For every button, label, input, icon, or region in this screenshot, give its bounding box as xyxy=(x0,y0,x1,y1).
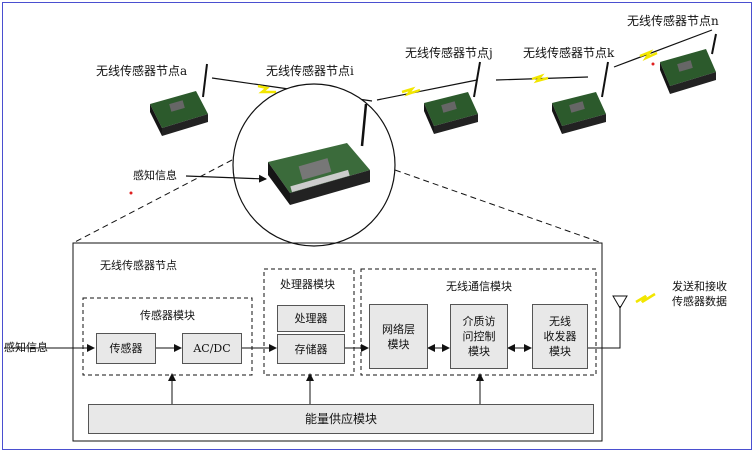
power-supply-box: 能量供应模块 xyxy=(88,404,594,434)
adc-box: AC/DC xyxy=(182,333,242,364)
mac-box: 介质访 问控制 模块 xyxy=(450,304,508,369)
label-node-n: 无线传感器节点n xyxy=(627,14,719,28)
label-node-a: 无线传感器节点a xyxy=(96,64,188,78)
wireless-module-label: 无线通信模块 xyxy=(446,280,512,293)
wireless-link-j-k xyxy=(531,73,549,84)
network-layer-box: 网络层 模块 xyxy=(369,304,428,369)
label-node-j: 无线传感器节点j xyxy=(405,46,493,60)
storage-box: 存储器 xyxy=(277,334,345,364)
outer-frame xyxy=(2,2,752,450)
sense-info-input-label: 感知信息 xyxy=(4,341,48,354)
antenna-icon xyxy=(612,295,628,309)
label-node-k: 无线传感器节点k xyxy=(523,46,615,60)
transceiver-box: 无线 收发器 模块 xyxy=(532,304,588,369)
processor-box: 处理器 xyxy=(277,305,345,332)
wireless-link-i-j xyxy=(401,86,421,97)
detail-outer-box xyxy=(72,242,603,442)
node-i-board xyxy=(268,103,370,205)
label-node-i: 无线传感器节点i xyxy=(266,64,354,78)
sensor-box: 传感器 xyxy=(96,333,156,364)
wireless-link-out xyxy=(635,292,656,304)
node-a-board xyxy=(150,63,208,136)
node-j-board xyxy=(424,61,481,134)
node-k-board xyxy=(552,61,609,134)
sensor-module-label: 传感器模块 xyxy=(140,309,195,322)
detail-title: 无线传感器节点 xyxy=(100,259,177,272)
processor-module-label: 处理器模块 xyxy=(280,278,335,291)
sensor-module-group xyxy=(82,297,253,376)
node-n-board xyxy=(660,33,717,94)
wireless-link-k-n xyxy=(639,49,658,61)
label-sense-info-top: 感知信息 xyxy=(133,169,177,182)
send-receive-label: 发送和接收 传感器数据 xyxy=(672,280,727,308)
wireless-link-a-i xyxy=(257,84,276,94)
